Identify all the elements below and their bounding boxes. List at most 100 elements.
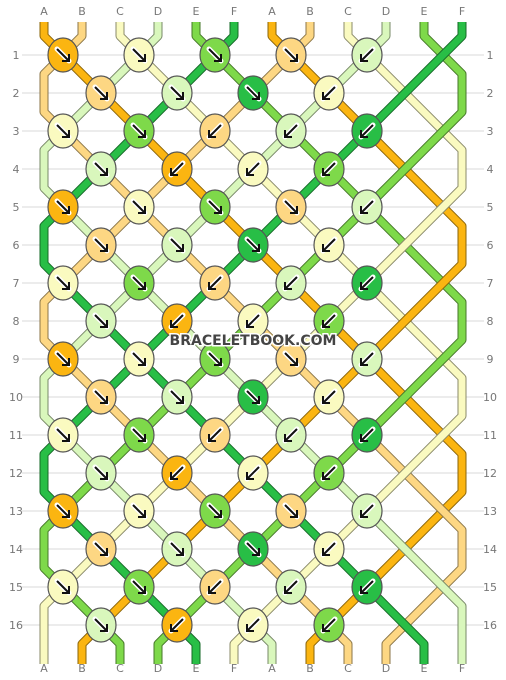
knot-right — [123, 341, 155, 377]
arrow-head — [246, 472, 254, 480]
arrow-shaft — [132, 428, 146, 442]
arrow-head — [100, 92, 108, 100]
arrow-head — [100, 244, 108, 252]
arrow-shaft — [360, 48, 374, 62]
knot-left — [199, 417, 231, 453]
arrow-shaft — [322, 162, 336, 176]
arrow-shaft — [246, 542, 260, 556]
knot-right — [85, 227, 117, 263]
knot-left — [161, 303, 193, 339]
knot-right — [237, 379, 269, 415]
arrow-head — [322, 92, 330, 100]
row-label-left: 13 — [9, 505, 23, 518]
arrow-shaft — [56, 580, 70, 594]
arrow-head — [208, 282, 216, 290]
knot-right — [47, 417, 79, 453]
top-strand-label: F — [459, 5, 465, 18]
arrow-shaft — [322, 542, 336, 556]
bottom-strand-label: B — [78, 662, 86, 675]
arrow-head — [170, 320, 178, 328]
arrow-head — [100, 396, 108, 404]
row-label-right: 11 — [483, 429, 497, 442]
arrow-shaft — [322, 314, 336, 328]
arrow-shaft — [246, 162, 260, 176]
row-label-left: 9 — [13, 353, 20, 366]
arrow-head — [62, 54, 70, 62]
strand-D — [40, 22, 466, 664]
arrow-head — [170, 168, 178, 176]
knot-left — [313, 531, 345, 567]
knot-right — [47, 341, 79, 377]
row-label-right: 2 — [487, 87, 494, 100]
row-label-right: 15 — [483, 581, 497, 594]
arrow-shaft — [246, 618, 260, 632]
arrow-head — [138, 586, 146, 594]
bottom-strand-label: E — [193, 662, 200, 675]
knot-left — [351, 341, 383, 377]
arrow-shaft — [170, 314, 184, 328]
knot-left — [161, 607, 193, 643]
arrow-shaft — [322, 86, 336, 100]
arrow-head — [214, 206, 222, 214]
knot-left — [237, 455, 269, 491]
arrow-shaft — [132, 276, 146, 290]
arrow-shaft — [170, 86, 184, 100]
knot-right — [123, 265, 155, 301]
bottom-strand-label: A — [268, 662, 276, 675]
knot-left — [275, 569, 307, 605]
knot-left — [313, 151, 345, 187]
arrow-head — [252, 92, 260, 100]
bottom-strand-label: A — [40, 662, 48, 675]
arrow-head — [170, 472, 178, 480]
arrow-head — [360, 358, 368, 366]
arrow-head — [176, 396, 184, 404]
knot-right — [47, 265, 79, 301]
row-label-left: 7 — [13, 277, 20, 290]
arrow-shaft — [170, 542, 184, 556]
knot-right — [161, 379, 193, 415]
row-label-left: 1 — [13, 49, 20, 62]
arrow-head — [246, 624, 254, 632]
arrow-shaft — [94, 390, 108, 404]
knot-left — [313, 455, 345, 491]
arrow-shaft — [208, 428, 222, 442]
row-label-left: 10 — [9, 391, 23, 404]
arrow-shaft — [56, 48, 70, 62]
arrow-shaft — [94, 314, 108, 328]
arrow-head — [62, 130, 70, 138]
arrow-head — [284, 130, 292, 138]
row-label-right: 3 — [487, 125, 494, 138]
arrow-shaft — [284, 200, 298, 214]
arrow-head — [246, 168, 254, 176]
row-label-left: 14 — [9, 543, 23, 556]
row-label-left: 5 — [13, 201, 20, 214]
arrow-head — [290, 54, 298, 62]
knot-right — [199, 37, 231, 73]
knot-left — [313, 607, 345, 643]
arrow-head — [322, 320, 330, 328]
row-label-right: 9 — [487, 353, 494, 366]
arrow-shaft — [360, 352, 374, 366]
arrow-shaft — [360, 276, 374, 290]
knot-right — [237, 227, 269, 263]
arrow-shaft — [322, 238, 336, 252]
knot-right — [47, 569, 79, 605]
knot-right — [85, 75, 117, 111]
row-label-left: 4 — [13, 163, 20, 176]
arrow-shaft — [322, 618, 336, 632]
knot-left — [237, 151, 269, 187]
bottom-strand-label: D — [154, 662, 162, 675]
arrow-head — [360, 586, 368, 594]
knot-right — [275, 341, 307, 377]
arrow-shaft — [284, 504, 298, 518]
arrow-shaft — [56, 276, 70, 290]
arrow-head — [290, 510, 298, 518]
arrow-head — [214, 54, 222, 62]
arrow-head — [100, 548, 108, 556]
knot-left — [313, 379, 345, 415]
row-label-left: 3 — [13, 125, 20, 138]
knot-left — [313, 75, 345, 111]
top-strand-label: D — [154, 5, 162, 18]
arrow-shaft — [56, 200, 70, 214]
